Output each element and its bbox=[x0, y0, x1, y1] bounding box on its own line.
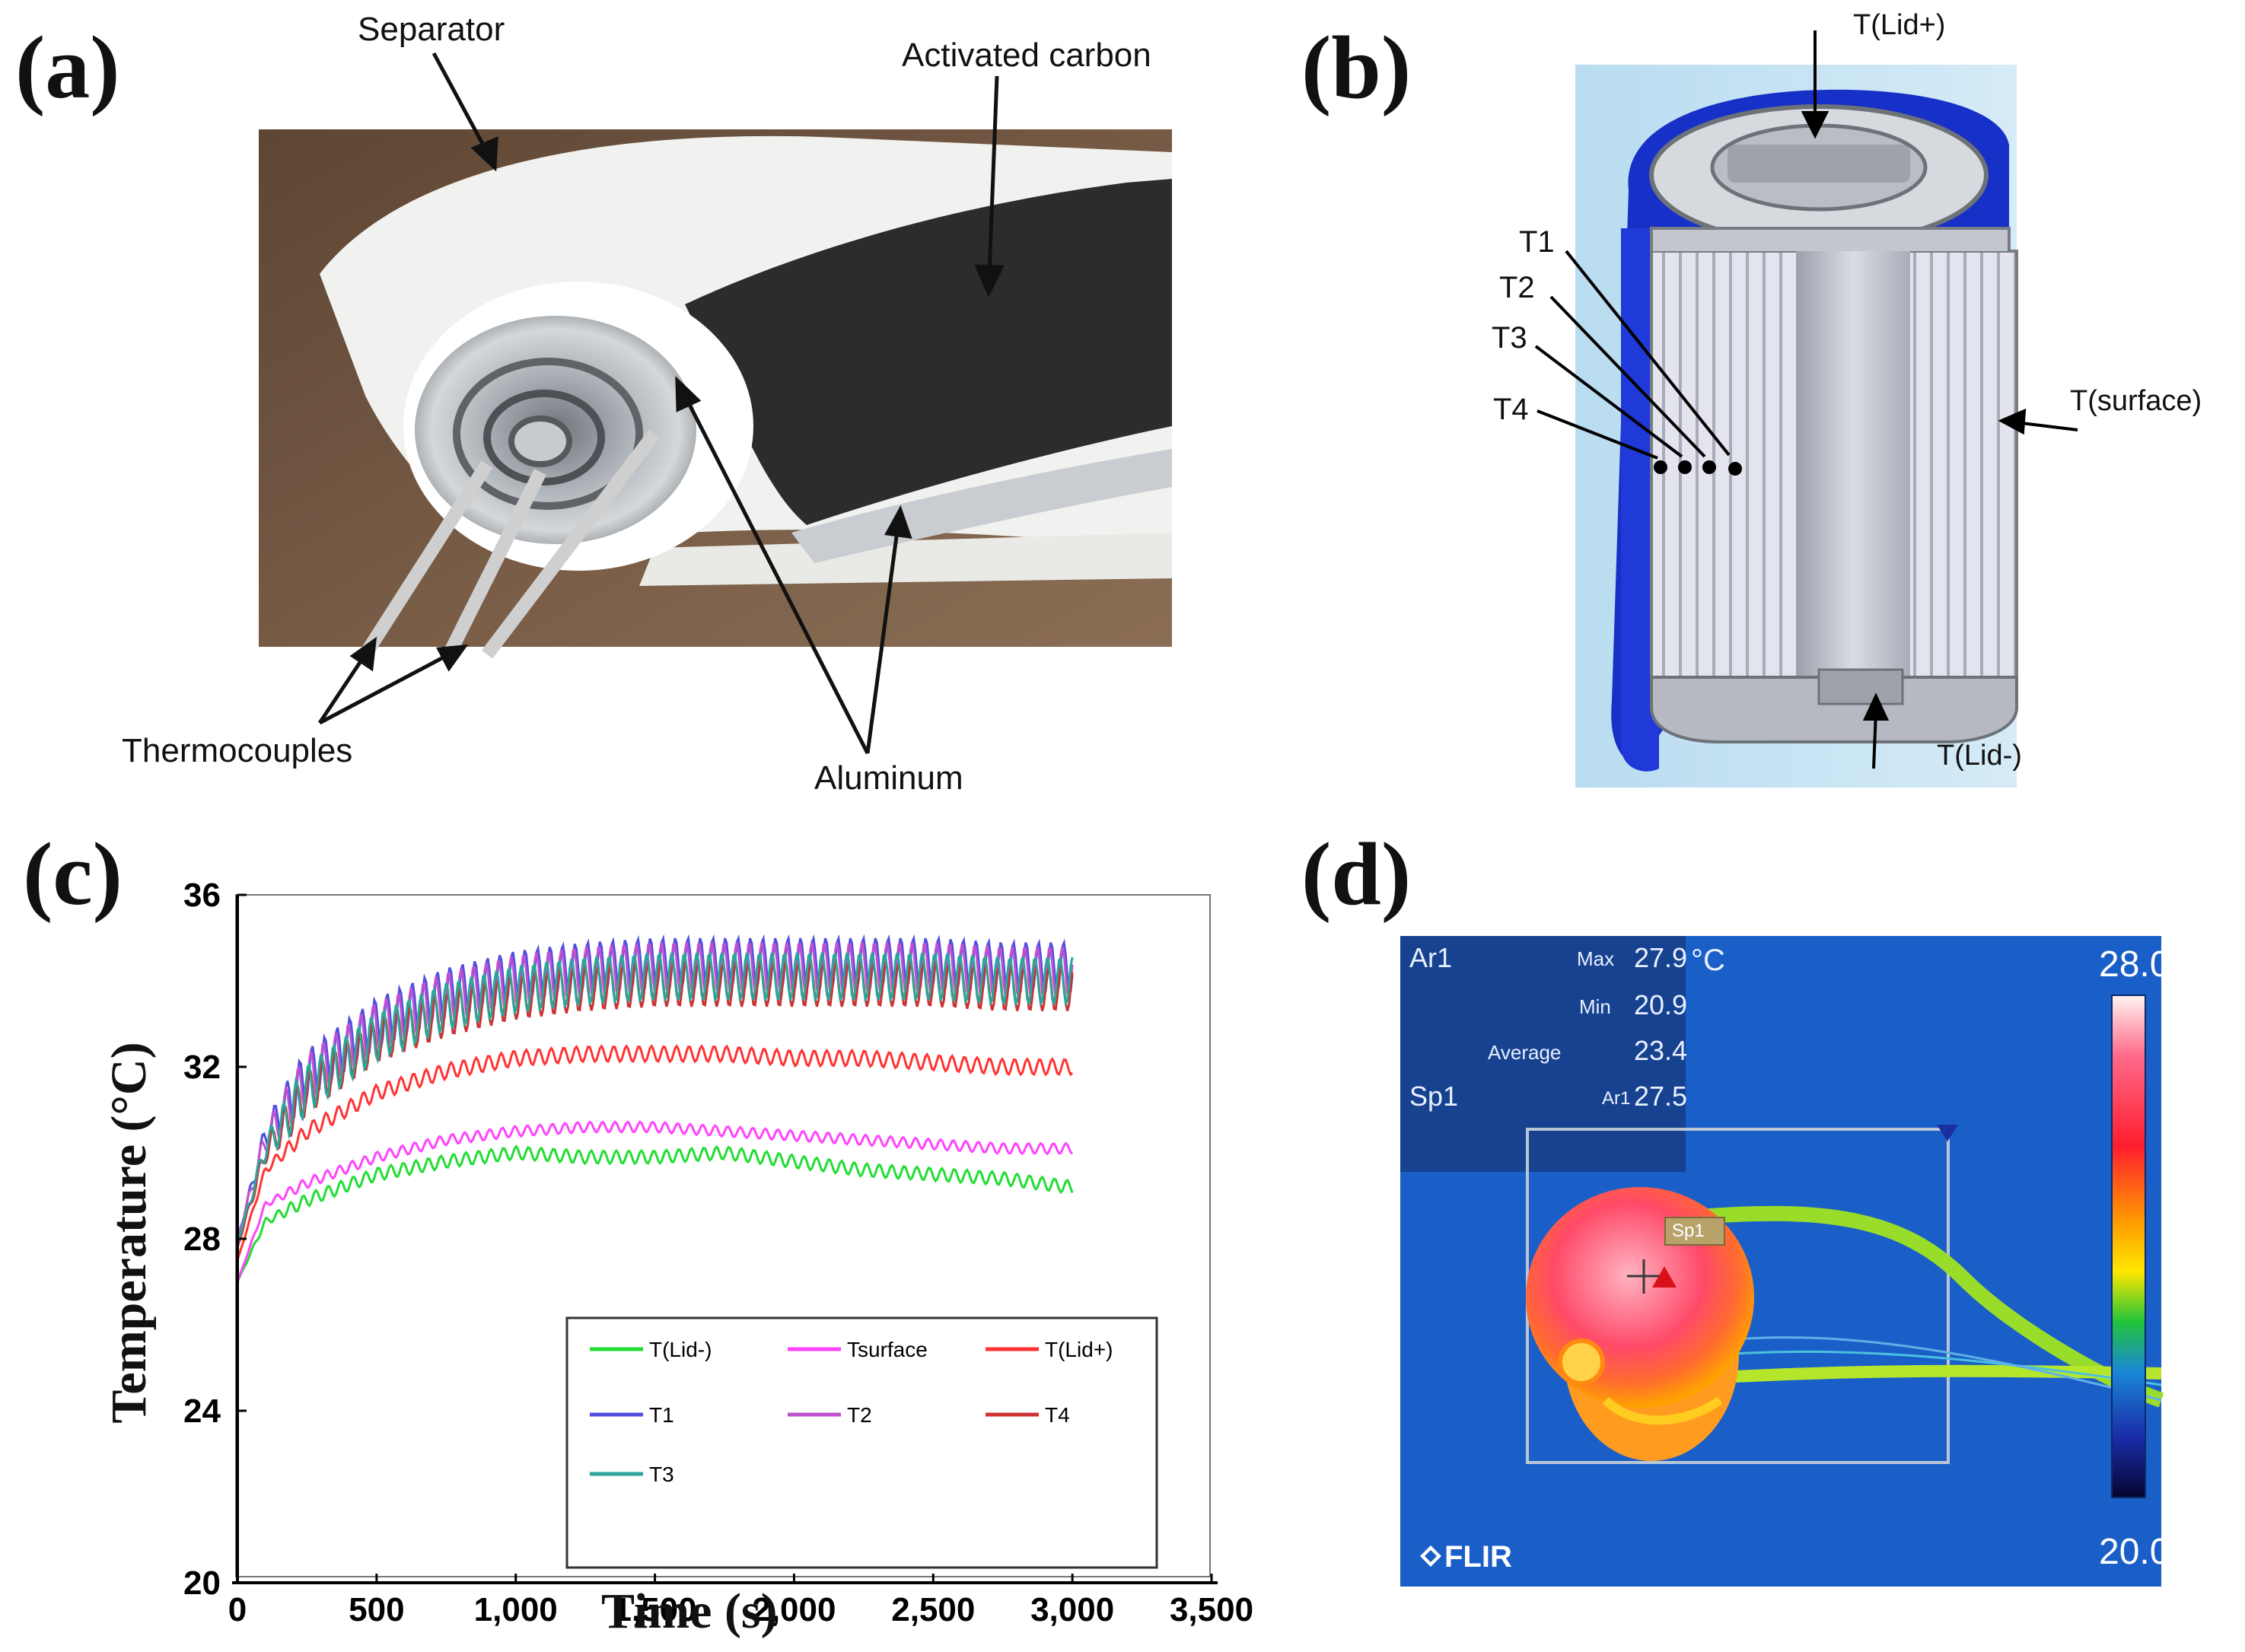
legend-label: T2 bbox=[847, 1403, 872, 1427]
label-t-surface: T(surface) bbox=[2070, 385, 2202, 417]
y-tick-label: 24 bbox=[183, 1393, 221, 1430]
activated-carbon-sheet bbox=[685, 179, 1172, 525]
capacitor-cutaway-diagram bbox=[1534, 30, 2078, 788]
readout-max-value: 27.9 bbox=[1634, 942, 1688, 973]
spot-tag-label: Sp1 bbox=[1672, 1221, 1705, 1241]
electrode-roll-photo bbox=[259, 52, 1172, 755]
x-tick-label: 500 bbox=[349, 1591, 404, 1628]
panel-d: Ar1 Max 27.9 °C Min 20.9 Average 23.4 Sp… bbox=[1294, 822, 2245, 1652]
x-tick-label: 3,500 bbox=[1170, 1591, 1253, 1628]
thermocouple-wire-3 bbox=[481, 429, 661, 659]
label-activated-carbon: Activated carbon bbox=[902, 37, 1151, 74]
sensor-dot-t1 bbox=[1728, 462, 1742, 476]
label-t2: T2 bbox=[1499, 271, 1535, 304]
x-tick-label: 2,000 bbox=[752, 1591, 836, 1628]
scale-min-value: 20.0 bbox=[2099, 1532, 2170, 1572]
legend-label: T4 bbox=[1045, 1403, 1070, 1427]
sensor-dot-t4 bbox=[1654, 460, 1667, 474]
readout-min-value: 20.9 bbox=[1634, 989, 1688, 1020]
readout-spot-id: Sp1 bbox=[1409, 1081, 1459, 1112]
readout-area-id: Ar1 bbox=[1409, 942, 1453, 973]
legend-label: T1 bbox=[649, 1403, 674, 1427]
readout-panel bbox=[1400, 936, 1686, 1172]
thermocouple-wire-2 bbox=[442, 468, 547, 658]
spot-marker-triangle bbox=[1652, 1266, 1677, 1288]
y-tick-label: 28 bbox=[183, 1221, 221, 1258]
label-t-lid-plus: T(Lid+) bbox=[1853, 9, 1946, 41]
legend-label: Tsurface bbox=[847, 1338, 928, 1361]
readout-spot-value: 27.5 bbox=[1634, 1081, 1688, 1112]
series-line-t-lid- bbox=[236, 1044, 1074, 1261]
panel-a: Separator Activated carbon Thermocouples… bbox=[0, 0, 1294, 822]
area-corner-marker bbox=[1937, 1125, 1958, 1141]
x-tick-label: 1,500 bbox=[613, 1591, 697, 1628]
label-t1: T1 bbox=[1519, 225, 1555, 259]
readout-min-label: Min bbox=[1579, 995, 1611, 1018]
series-line-t-lid- bbox=[236, 1144, 1074, 1283]
legend-label: T(Lid+) bbox=[1045, 1338, 1113, 1361]
thermal-camera-image bbox=[1400, 936, 2164, 1587]
x-axis-title: Time (s) bbox=[601, 1584, 778, 1639]
label-thermocouples: Thermocouples bbox=[122, 732, 353, 769]
readout-spot-ref: Ar1 bbox=[1602, 1088, 1631, 1109]
color-scale-bar bbox=[2111, 995, 2146, 1498]
label-t3: T3 bbox=[1492, 321, 1527, 355]
sensor-dot-t3 bbox=[1678, 460, 1692, 474]
hot-wire-2 bbox=[1719, 1364, 2162, 1383]
legend-box bbox=[565, 1316, 1158, 1569]
label-t4: T4 bbox=[1493, 393, 1529, 426]
legend-label: T3 bbox=[649, 1463, 674, 1486]
panel-b: T(Lid+) T1 T2 T3 T4 T(surface) T(Lid-) bbox=[1294, 0, 2245, 822]
x-tick-label: 1,000 bbox=[474, 1591, 558, 1628]
legend-label: T(Lid-) bbox=[649, 1338, 712, 1361]
panel-label-a: (a) bbox=[15, 18, 120, 117]
readout-max-label: Max bbox=[1577, 947, 1615, 970]
x-tick-label: 0 bbox=[228, 1591, 247, 1628]
panel-label-d: (d) bbox=[1301, 824, 1412, 924]
sensor-dot-t2 bbox=[1702, 460, 1716, 474]
center-core bbox=[1796, 244, 1910, 685]
label-separator: Separator bbox=[358, 11, 505, 48]
readout-avg-label: Average bbox=[1488, 1041, 1562, 1064]
y-axis-title: Temperature (°C) bbox=[101, 1042, 157, 1424]
flir-brand-text: FLIR bbox=[1444, 1540, 1512, 1574]
thermocouple-wire-1 bbox=[359, 460, 493, 658]
panel-label-c: (c) bbox=[23, 824, 123, 924]
bottom-lid bbox=[1650, 676, 2018, 743]
y-tick-label: 20 bbox=[183, 1564, 221, 1602]
series-line-tsurface bbox=[236, 1120, 1074, 1282]
panel-c: 0 500 1,000 1,500 2,000 2,500 3,000 3,500 20 24 28… bbox=[0, 822, 1294, 1652]
readout-avg-value: 23.4 bbox=[1634, 1035, 1688, 1066]
x-tick-label: 3,000 bbox=[1030, 1591, 1114, 1628]
panel-label-b: (b) bbox=[1301, 18, 1412, 117]
spot-tag bbox=[1664, 1217, 1725, 1246]
x-tick-label: 2,500 bbox=[891, 1591, 975, 1628]
y-tick-label: 36 bbox=[183, 877, 221, 914]
scale-max-value: 28.0 bbox=[2099, 944, 2170, 985]
y-tick-label: 32 bbox=[183, 1049, 221, 1086]
series-line-t3 bbox=[236, 952, 1074, 1244]
label-aluminum: Aluminum bbox=[814, 759, 963, 797]
label-t-lid-minus: T(Lid-) bbox=[1937, 740, 2022, 772]
temperature-chart: 0 500 1,000 1,500 2,000 2,500 3,000 3,500 20 24 28… bbox=[183, 877, 1253, 1628]
readout-unit: °C bbox=[1691, 944, 1725, 977]
